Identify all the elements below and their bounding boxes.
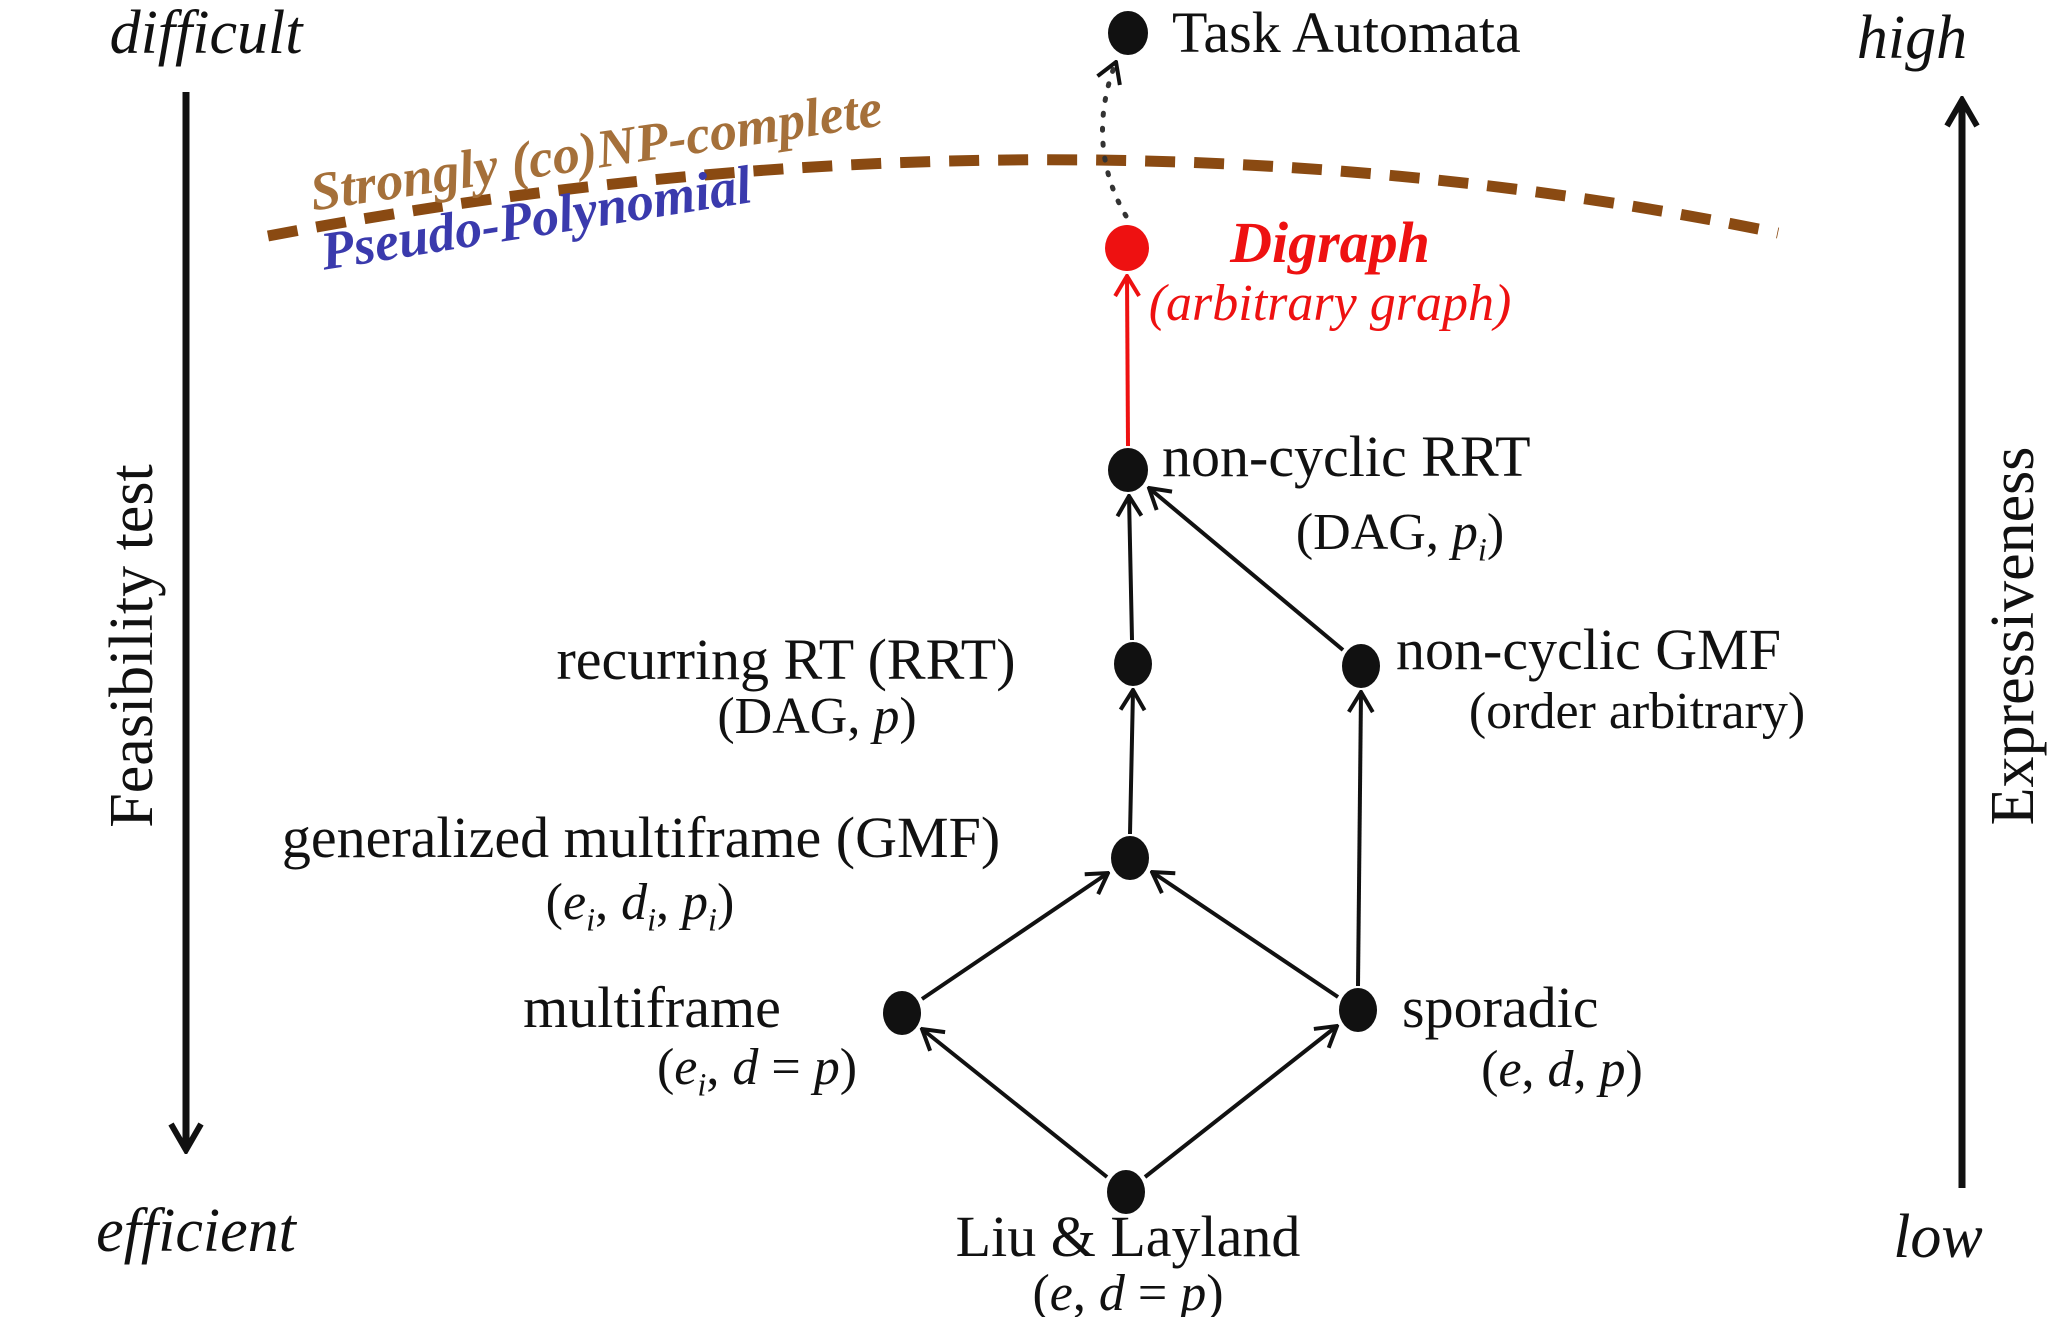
param-var: e [563,874,587,931]
node-liu-layland [1107,1170,1145,1214]
complexity-boundary-dashed-line [266,154,1780,242]
sporadic-params: (e, d, p) [1481,1044,1643,1096]
multiframe-params: (ei, d = p) [656,1039,858,1101]
param-text: , [656,874,683,931]
edge-sporadic-to-gmf [1152,872,1340,999]
node-multiframe [883,991,921,1035]
recurring-rt-label: recurring RT (RRT) [556,627,1016,692]
edge-sporadic-to-noncyclic-gmf [1358,692,1361,987]
edge-noncyclic-gmf-to-noncyclic-rrt [1149,488,1345,652]
right-axis-bottom-label: low [1893,1203,1983,1271]
edge-recurring-rt-to-noncyclic-rrt [1129,496,1132,641]
edge-gmf-to-recurring-rt [1130,690,1133,835]
node-gmf [1111,836,1149,880]
gmf-label: generalized multiframe (GMF) [281,805,1001,870]
edge-liu-to-multiframe [922,1029,1109,1179]
feasibility-axis-label: Feasibility test [98,464,166,828]
param-text: , [706,1039,733,1096]
param-text: ) [1486,504,1505,561]
param-subscript: i [708,901,717,938]
param-var: p [682,874,709,931]
edge-multiframe-to-gmf [920,873,1108,1001]
param-text: ) [1206,1265,1224,1317]
edge-liu-to-sporadic [1143,1026,1337,1179]
left-axis-top-label: difficult [109,0,303,67]
left-axis-bottom-label: efficient [96,1197,296,1265]
node-sporadic [1339,988,1377,1032]
noncyclic-rrt-label: non-cyclic RRT [1162,424,1531,489]
param-var: p [1451,504,1478,561]
param-var: d [1098,1265,1125,1317]
param-text: (DAG, [1295,504,1452,561]
right-axis-top-label: high [1856,4,1968,72]
digraph-sublabel: (arbitrary graph) [1148,275,1512,332]
param-var: d [1547,1041,1574,1098]
param-text: ) [1625,1041,1643,1098]
param-var: p [1599,1041,1626,1098]
param-text: ) [717,874,735,931]
task-automata-label: Task Automata [1172,0,1521,65]
liu-layland-params: (e, d = p) [1032,1268,1223,1317]
edge-digraph-to-task-automata-dotted [1103,62,1129,219]
param-subscript: i [586,901,596,938]
param-text: = [758,1039,814,1096]
param-text: (DAG, [717,688,874,745]
param-text: ) [899,688,917,745]
param-subscript: i [1477,531,1487,568]
digraph-label: Digraph [1230,210,1430,275]
param-var: d [621,874,648,931]
noncyclic-gmf-sublabel: (order arbitrary) [1468,683,1806,740]
param-text: ( [545,874,563,931]
param-text: ( [1032,1265,1050,1317]
node-task-automata [1108,11,1148,55]
param-text: , [1573,1041,1600,1098]
param-text: ( [1481,1041,1499,1098]
edge-noncyclic-rrt-to-digraph [1127,276,1128,447]
param-subscript: i [697,1066,707,1103]
param-text: = [1124,1265,1181,1317]
recurring-rt-params: (DAG, p) [717,691,916,743]
param-text: ( [656,1039,675,1096]
param-text: , [595,874,622,931]
param-text: ) [839,1039,858,1096]
param-var: e [674,1039,698,1096]
liu-layland-label: Liu & Layland [955,1204,1301,1269]
param-var: e [1498,1041,1522,1098]
param-var: d [732,1039,759,1096]
noncyclic-gmf-label: non-cyclic GMF [1396,617,1781,682]
noncyclic-rrt-params: (DAG, pi) [1295,504,1505,566]
param-var: p [1180,1265,1207,1317]
param-text: , [1521,1041,1548,1098]
param-text: , [1072,1265,1099,1317]
param-var: e [1049,1265,1073,1317]
node-digraph [1105,225,1149,271]
sporadic-label: sporadic [1402,975,1599,1040]
node-recurring-rt [1114,642,1152,686]
param-var: p [813,1039,840,1096]
node-noncyclic-gmf [1342,644,1380,688]
node-noncyclic-rrt [1108,448,1148,492]
param-subscript: i [647,901,657,938]
gmf-params: (ei, di, pi) [545,874,735,936]
multiframe-label: multiframe [523,975,781,1040]
param-var: p [873,688,900,745]
expressiveness-axis-label: Expressiveness [1979,446,2047,826]
